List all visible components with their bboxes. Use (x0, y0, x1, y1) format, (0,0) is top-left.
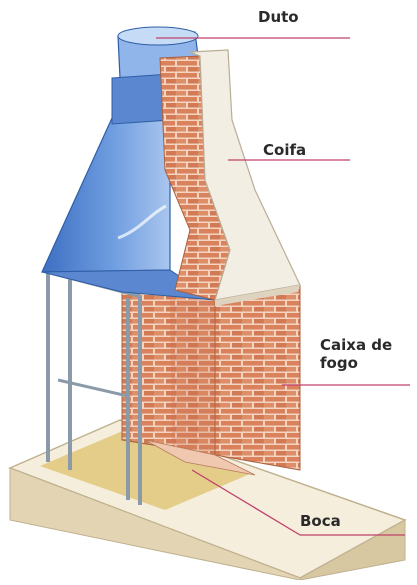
label-coifa: Coifa (263, 141, 306, 159)
label-caixa-de-fogo: Caixa de fogo (320, 336, 417, 372)
label-duto: Duto (258, 8, 299, 26)
label-boca: Boca (300, 512, 341, 530)
